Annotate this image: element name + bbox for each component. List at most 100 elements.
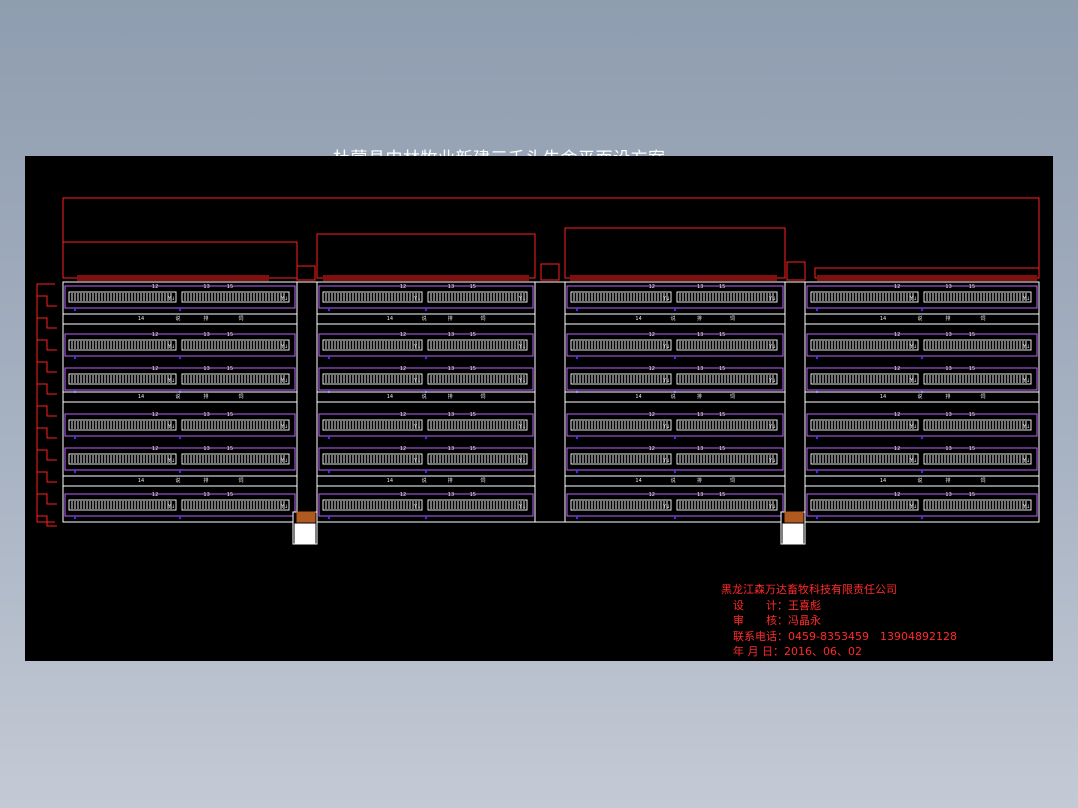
blue-marker <box>575 516 579 520</box>
blue-marker <box>73 516 77 520</box>
rail-marker: Y↓ <box>662 424 670 430</box>
aisle-label: 14 <box>635 394 641 400</box>
aisle-note-3: 饲 <box>239 477 244 484</box>
stall-number-b: 13 <box>203 332 209 338</box>
stall-number-c: 15 <box>719 492 725 498</box>
rail-marker: Y↓ <box>909 504 917 510</box>
stall-band <box>318 333 534 357</box>
aisle-note-1: 说 <box>917 315 922 322</box>
feed-rail <box>322 419 423 431</box>
date-value: 2016、06、02 <box>784 645 862 658</box>
date-label: 年 月 日： <box>733 645 784 658</box>
stall-number-a: 12 <box>400 284 406 290</box>
feed-rail <box>181 419 290 431</box>
designer-value: 王喜彪 <box>788 598 821 612</box>
blue-marker <box>673 516 677 520</box>
aisle-note-1: 说 <box>422 477 427 484</box>
stall-band <box>64 447 296 471</box>
entry-white-left <box>294 523 316 545</box>
stall-number-c: 15 <box>969 366 975 372</box>
blue-marker <box>920 470 924 474</box>
stall-number-b: 13 <box>448 446 454 452</box>
feed-rail <box>676 453 778 465</box>
feed-rail <box>68 373 177 385</box>
stall-number-b: 13 <box>945 492 951 498</box>
rail-marker: Y↓ <box>518 378 526 384</box>
stall-band <box>318 367 534 391</box>
blue-marker <box>575 470 579 474</box>
aisle-label: 14 <box>635 478 641 484</box>
aisle-label: 14 <box>138 316 144 322</box>
corridor-1 <box>534 281 566 523</box>
rail-marker: Y↓ <box>413 504 421 510</box>
stall-number-b: 13 <box>945 366 951 372</box>
stall-band <box>64 493 296 517</box>
stall-number-a: 12 <box>649 332 655 338</box>
rail-marker: Y↓ <box>167 296 175 302</box>
aisle-note-2: 排 <box>945 315 950 322</box>
stall-number-a: 12 <box>649 412 655 418</box>
feed-rail <box>181 373 290 385</box>
aisle-note-3: 饲 <box>730 393 735 400</box>
blue-marker <box>815 470 819 474</box>
stall-number-b: 13 <box>203 492 209 498</box>
rail-marker: Y↓ <box>167 458 175 464</box>
blue-marker <box>575 436 579 440</box>
feed-rail <box>810 339 919 351</box>
blue-marker <box>815 356 819 360</box>
phone-value: 0459-8353459 13904892128 <box>788 629 957 643</box>
stall-number-b: 13 <box>203 412 209 418</box>
feed-rail <box>427 339 528 351</box>
rail-marker: Y↓ <box>167 424 175 430</box>
stall-number-a: 12 <box>152 446 158 452</box>
entry-door-left <box>296 511 316 523</box>
feed-rail <box>181 499 290 511</box>
rail-marker: Y↓ <box>280 504 288 510</box>
stall-number-b: 13 <box>203 284 209 290</box>
rail-marker: Y↓ <box>1022 424 1030 430</box>
stall-number-a: 12 <box>649 492 655 498</box>
rail-marker: Y↓ <box>167 378 175 384</box>
stall-number-b: 13 <box>448 332 454 338</box>
left-pipe-branch <box>37 427 57 439</box>
feed-rail <box>923 499 1032 511</box>
feed-rail <box>427 453 528 465</box>
stall-number-b: 13 <box>203 446 209 452</box>
rail-marker: Y↓ <box>518 344 526 350</box>
feed-rail <box>570 291 672 303</box>
rail-marker: Y↓ <box>167 344 175 350</box>
aisle-note-3: 饲 <box>981 315 986 322</box>
stall-number-a: 12 <box>400 412 406 418</box>
feed-rail <box>322 291 423 303</box>
stall-number-c: 15 <box>719 446 725 452</box>
stall-number-c: 15 <box>227 492 233 498</box>
aisle-note-2: 排 <box>945 393 950 400</box>
rail-marker: Y↓ <box>413 378 421 384</box>
blue-marker <box>327 356 331 360</box>
phone-label: 联系电话： <box>733 629 788 643</box>
stall-number-a: 12 <box>152 366 158 372</box>
aisle-note-1: 说 <box>917 477 922 484</box>
aisle-note-2: 排 <box>203 477 208 484</box>
stall-number-b: 13 <box>697 332 703 338</box>
rail-marker: Y↓ <box>768 378 776 384</box>
reviewer-value: 冯晶永 <box>788 614 821 627</box>
stall-number-a: 12 <box>894 446 900 452</box>
blue-marker <box>920 516 924 520</box>
feed-rail <box>570 419 672 431</box>
aisle-note-2: 排 <box>697 315 702 322</box>
feed-rail <box>676 419 778 431</box>
stall-band <box>64 285 296 309</box>
rail-marker: Y↓ <box>768 296 776 302</box>
rail-marker: Y↓ <box>280 344 288 350</box>
rail-marker: Y↓ <box>167 504 175 510</box>
rail-marker: Y↓ <box>280 424 288 430</box>
rail-marker: Y↓ <box>1022 296 1030 302</box>
aisle-note-1: 说 <box>671 315 676 322</box>
left-pipe-branch <box>37 493 57 505</box>
feed-rail <box>923 373 1032 385</box>
rail-marker: Y↓ <box>413 424 421 430</box>
feed-rail <box>570 453 672 465</box>
stall-number-a: 12 <box>400 366 406 372</box>
aisle-label: 14 <box>387 478 393 484</box>
